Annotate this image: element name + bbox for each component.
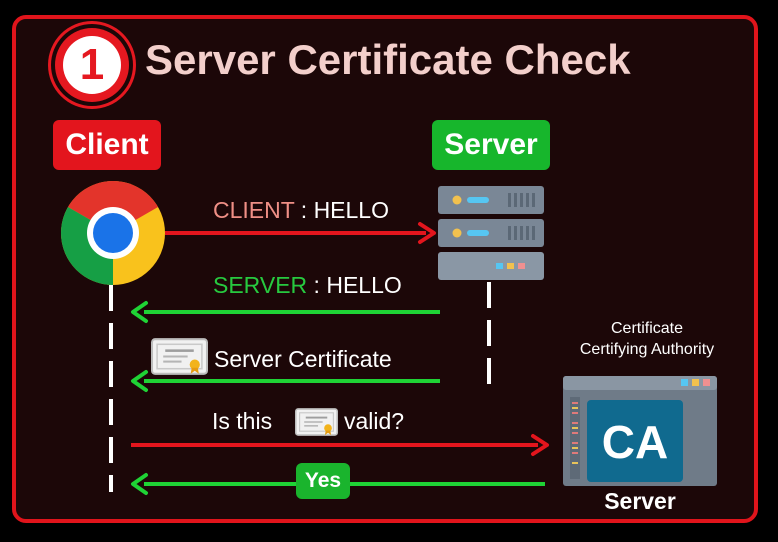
server-hello-sender: SERVER <box>213 272 308 298</box>
arrow-server-hello <box>131 301 440 323</box>
page-title: Server Certificate Check <box>145 36 631 83</box>
ca-logo-text: CA <box>602 416 668 468</box>
server-hello-message: SERVER : HELLO <box>213 272 402 299</box>
ca-caption-line1: Certificate <box>610 320 684 337</box>
yes-answer-badge: Yes <box>296 463 350 499</box>
arrow-validity-question <box>131 434 549 456</box>
client-label: Client <box>53 120 161 170</box>
client-hello-message: CLIENT : HELLO <box>213 197 389 224</box>
step-number: 1 <box>63 36 121 94</box>
server-label: Server <box>432 120 550 170</box>
chrome-browser-icon <box>61 181 165 285</box>
client-hello-sender: CLIENT <box>213 197 295 223</box>
certificate-icon <box>151 338 208 375</box>
server-rack-icon <box>438 186 544 280</box>
ca-server-label: Server <box>604 488 676 514</box>
server-certificate-message: Server Certificate <box>214 346 392 372</box>
client-hello-separator: : <box>294 197 314 223</box>
certificate-icon-inline <box>295 408 338 436</box>
ca-browser-window-icon <box>563 376 717 486</box>
client-hello-text: HELLO <box>313 197 389 223</box>
validity-question-after: valid? <box>344 408 405 434</box>
ca-caption: Certificate Certifying Authority <box>552 318 742 360</box>
server-hello-text: HELLO <box>326 272 402 298</box>
arrow-server-certificate <box>131 370 440 392</box>
validity-question-before: Is this <box>212 408 273 434</box>
step-number-badge: 1 <box>55 28 129 102</box>
arrow-client-hello <box>165 222 436 244</box>
ca-caption-line2: Certifying Authority <box>579 341 715 358</box>
server-hello-separator: : <box>307 272 327 298</box>
